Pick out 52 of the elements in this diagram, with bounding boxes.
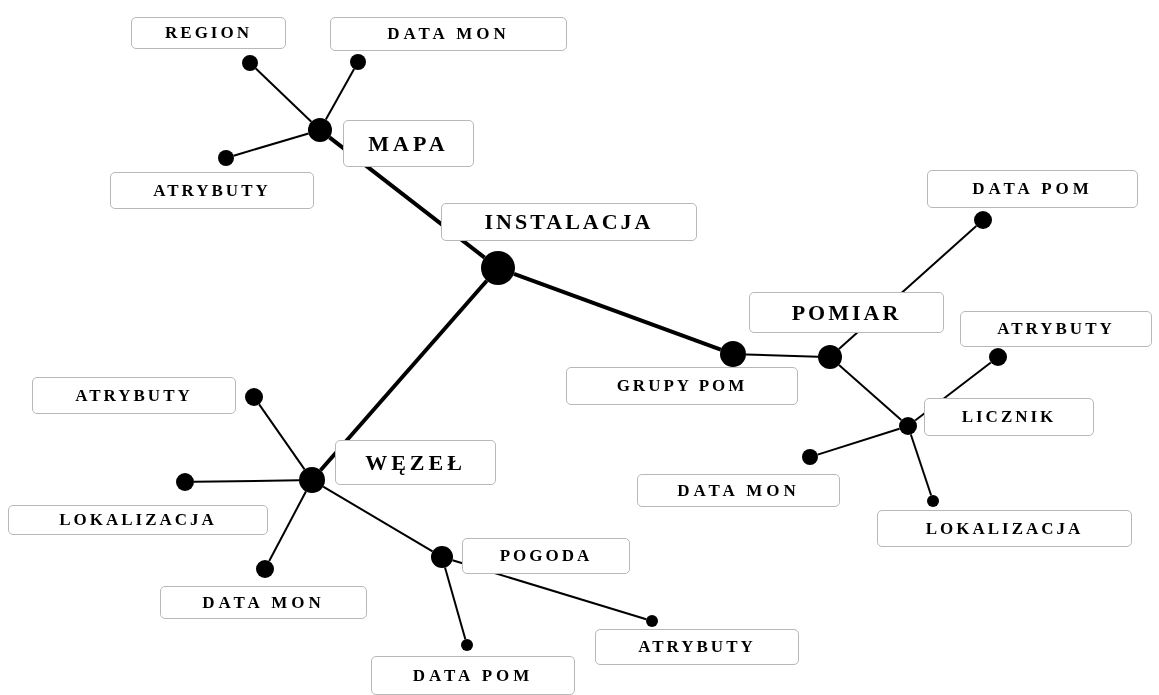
node-label: POGODA: [462, 538, 630, 574]
node-label: DATA POM: [371, 656, 575, 695]
node-label: DATA MON: [160, 586, 367, 619]
node-dot: [308, 118, 332, 142]
node-dot: [974, 211, 992, 229]
connector-line: [838, 363, 903, 422]
connector-line: [322, 485, 434, 553]
node-label: GRUPY POM: [566, 367, 798, 405]
node-dot: [481, 251, 515, 285]
connector-line: [232, 132, 310, 157]
node-dot: [989, 348, 1007, 366]
node-label: DATA POM: [927, 170, 1138, 208]
node-label: INSTALACJA: [441, 203, 697, 241]
node-dot: [242, 55, 258, 71]
node-dot: [927, 495, 939, 507]
node-label: POMIAR: [749, 292, 944, 333]
connector-line: [444, 566, 467, 641]
node-dot: [218, 150, 234, 166]
node-label: LICZNIK: [924, 398, 1094, 436]
node-label: ATRYBUTY: [595, 629, 799, 665]
node-dot: [720, 341, 746, 367]
node-label: ATRYBUTY: [960, 311, 1152, 347]
node-label: LOKALIZACJA: [8, 505, 268, 535]
node-dot: [802, 449, 818, 465]
node-dot: [461, 639, 473, 651]
connector-line: [319, 279, 489, 472]
node-dot: [431, 546, 453, 568]
node-label: DATA MON: [330, 17, 567, 51]
node-label: LOKALIZACJA: [877, 510, 1132, 547]
node-dot: [256, 560, 274, 578]
node-label: ATRYBUTY: [110, 172, 314, 209]
node-dot: [350, 54, 366, 70]
connector-line: [324, 68, 356, 121]
node-dot: [818, 345, 842, 369]
connector-line: [268, 490, 307, 563]
connector-line: [745, 353, 819, 358]
node-label: WĘZEŁ: [335, 440, 496, 485]
connector-line: [513, 271, 722, 352]
node-label: ATRYBUTY: [32, 377, 236, 414]
connector-line: [258, 403, 306, 471]
node-dot: [899, 417, 917, 435]
node-label: DATA MON: [637, 474, 840, 507]
node-dot: [299, 467, 325, 493]
node-label: MAPA: [343, 120, 474, 167]
connector-line: [909, 433, 933, 497]
node-label: REGION: [131, 17, 286, 49]
connector-line: [193, 479, 300, 483]
connector-line: [254, 67, 313, 123]
node-dot: [646, 615, 658, 627]
node-dot: [245, 388, 263, 406]
connector-line: [816, 427, 901, 456]
node-dot: [176, 473, 194, 491]
